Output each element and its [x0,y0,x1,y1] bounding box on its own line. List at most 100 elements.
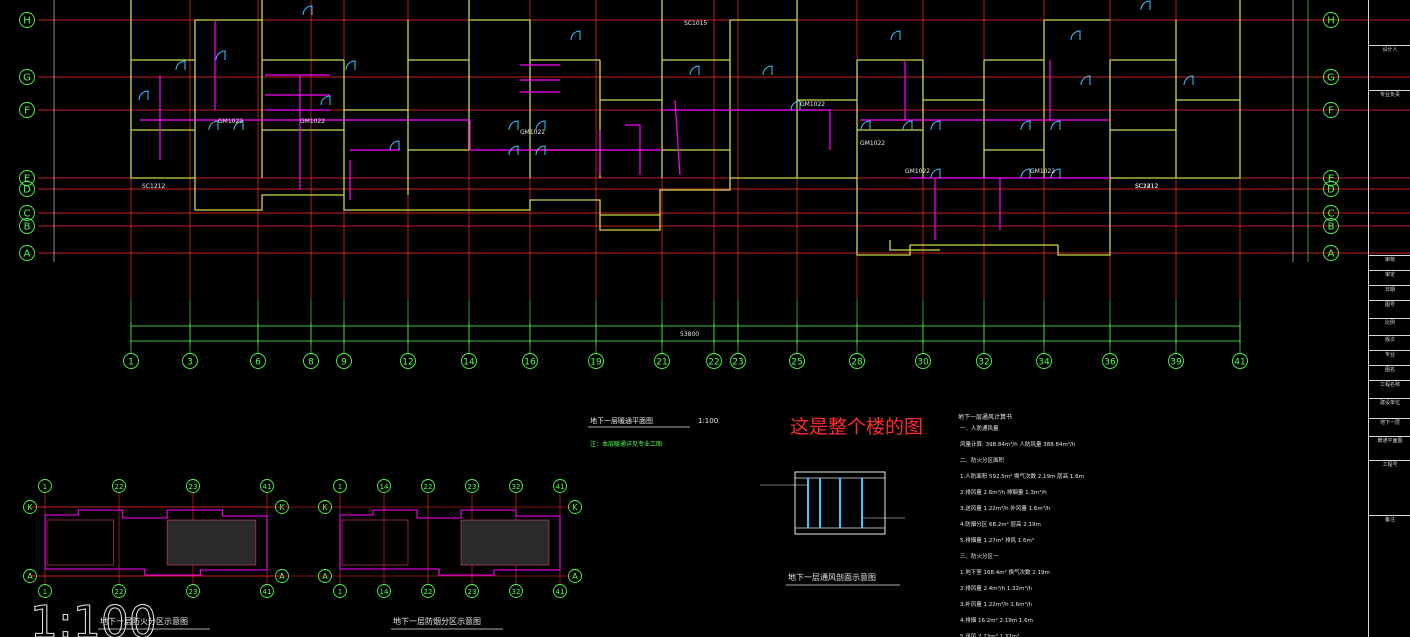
row-bubble-left [19,205,35,221]
door-swing [689,65,700,76]
column-bubble [706,353,722,369]
door-swing [535,120,546,131]
dimension-line [130,322,1241,345]
door-swing [1080,75,1091,86]
mini-col-label: 41 [556,483,565,491]
row-bubble-left [19,170,35,186]
room-label: GM1022 [905,168,930,175]
row-bubble-label: E [24,174,30,185]
column-bubble [400,353,416,369]
wall [131,129,1176,151]
note-line: 2.排风量 2.6m³/h 排烟量 1.3m³/h [960,488,1047,496]
note-line: 3.送风量 1.22m³/h 补风量 1.6m³/h [960,504,1051,512]
mini-outline [44,509,268,576]
building-walls [130,0,1241,256]
door-swing [790,100,801,111]
mini-col-bubble [421,479,435,493]
title-block-cell: 比例 [1369,318,1410,333]
column-bubble-label: 34 [1038,358,1050,368]
duct [860,60,1110,121]
column-bubble-label: 41 [1234,358,1245,368]
mini-col-label: 32 [512,588,521,596]
room-label: SC1212 [1135,183,1158,190]
note-line: 2.排风量 2.4m³/h 1.32m³/h [960,584,1033,592]
mini-col-label: 1 [43,483,47,491]
door-swing [508,145,519,156]
row-bubble-left [19,12,35,28]
title-block-cell: 专业 [1369,350,1410,365]
door-swing [860,120,871,131]
door-swing [1070,30,1081,41]
row-bubble-right [1323,102,1339,118]
door-swing [508,120,519,131]
title-block-cell: 建设单位 [1369,398,1410,413]
row-bubble-label: G [23,73,31,84]
duct [349,149,400,200]
mini-col-bubble [509,584,523,598]
column-bubble [654,353,670,369]
row-bubble-label: H [23,16,31,27]
title-block-cell: 备注 [1369,515,1410,530]
door-swing [208,120,219,131]
title-block-cell: 设计人 [1369,45,1410,60]
column-bubble-label: 30 [917,358,929,368]
main-plan-note: 注：本层暖通详见专业工图 [590,440,662,448]
door-swing [930,120,941,131]
mini-col-bubble [465,584,479,598]
row-bubble-label: D [23,185,31,196]
mini-col-bubble [260,479,274,493]
wall [194,0,1177,195]
row-bubble-label: D [1327,185,1335,196]
door-swing [570,30,581,41]
main-plan-title: 地下一层暖通平面图 [590,416,653,425]
title-block-cell: 工程名称 [1369,380,1410,395]
title-block-cell: 地下一层 [1369,418,1410,433]
door-swing [1050,168,1061,179]
row-bubble-label: A [24,249,31,260]
mini-col-bubble [377,584,391,598]
duct [625,99,681,176]
row-bubble-left [19,69,35,85]
mini-hatch-a [46,519,114,566]
room-label: GM1022 [300,118,325,125]
mini-col-bubble [112,479,126,493]
note-line: 三、防火分区一 [960,552,999,560]
mini-outline [339,509,561,576]
room-label: SC1015 [684,20,707,27]
room-label: GM1022 [860,140,885,147]
row-bubble-label: B [1328,222,1335,233]
mini-row-bubble [568,500,582,514]
column-bubble-label: 32 [978,358,989,368]
column-bubble [303,353,319,369]
smoke-zone-title: 地下一层防烟分区示意图 [393,616,481,626]
duct [520,64,560,93]
section-frame [794,471,886,535]
mini-col-label: 23 [468,588,477,596]
column-bubble [849,353,865,369]
row-bubble-left [19,245,35,261]
row-bubble-label: B [24,222,31,233]
mini-hatch-b [460,519,550,566]
mini-col-label: 1 [338,483,342,491]
column-bubble-label: 23 [732,358,743,368]
door-swing [1050,120,1061,131]
row-bubble-label: C [24,209,31,220]
mini-row-label: A [27,572,33,581]
mini-col-bubble [553,479,567,493]
mini-row-label: A [322,572,328,581]
row-bubble-label: G [1327,73,1335,84]
mini-col-bubble [186,479,200,493]
column-bubble [588,353,604,369]
wall [130,0,1241,256]
title-block-cell: 暖通平面图 [1369,436,1410,451]
row-bubble-label: F [24,106,30,117]
column-bubble-label: 21 [656,358,667,368]
mini-col-label: 22 [424,588,433,596]
door-swing [1183,75,1194,86]
column-bubble-label: 8 [308,358,314,368]
mini-col-bubble [38,584,52,598]
room-label: GM1022 [800,101,825,108]
